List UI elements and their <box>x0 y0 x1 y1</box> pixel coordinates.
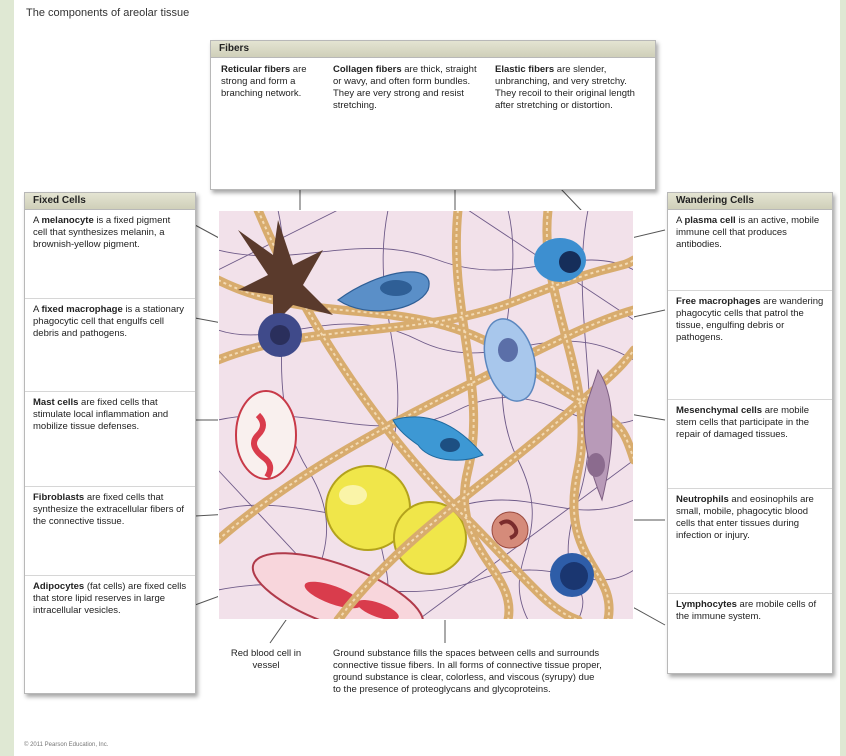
lymphocyte <box>550 553 594 597</box>
wandering-cells-box: Wandering Cells A plasma cell is an acti… <box>667 192 833 674</box>
fixed-macrophage-description: A fixed macrophage is a stationary phago… <box>25 299 195 392</box>
copyright-footer: © 2011 Pearson Education, Inc. <box>24 742 108 748</box>
wandering-cells-heading: Wandering Cells <box>668 193 832 210</box>
elastic-fibers-term: Elastic fibers <box>495 64 554 75</box>
plasma-cell <box>534 238 586 282</box>
neutrophil <box>492 512 528 548</box>
fixed-macrophage <box>258 313 302 357</box>
plasma-cell-description: A plasma cell is an active, mobile immun… <box>668 210 832 291</box>
lymphocytes-description: Lymphocytes are mobile cells of the immu… <box>668 594 832 628</box>
fibers-heading: Fibers <box>211 41 655 58</box>
rbc-caption: Red blood cell in vessel <box>226 648 306 672</box>
reticular-fibers-text: Reticular fibers are strong and form a b… <box>215 62 327 114</box>
mast-cell <box>236 391 296 479</box>
elastic-fibers-text: Elastic fibers are slender, unbranching,… <box>489 62 641 114</box>
areolar-tissue-illustration <box>218 210 634 620</box>
melanocyte-description: A melanocyte is a fixed pigment cell tha… <box>25 210 195 299</box>
free-macrophages-description: Free macrophages are wandering phagocyti… <box>668 291 832 400</box>
fixed-cells-heading: Fixed Cells <box>25 193 195 210</box>
collagen-fibers-text: Collagen fibers are thick, straight or w… <box>327 62 489 114</box>
mast-cells-description: Mast cells are fixed cells that stimulat… <box>25 392 195 487</box>
fibroblasts-description: Fibroblasts are fixed cells that synthes… <box>25 487 195 576</box>
collagen-fibers-term: Collagen fibers <box>333 64 402 75</box>
neutrophils-description: Neutrophils and eosinophils are small, m… <box>668 489 832 594</box>
ground-substance-caption: Ground substance fills the spaces betwee… <box>333 648 603 696</box>
fibers-box: Fibers Reticular fibers are strong and f… <box>210 40 656 190</box>
adipocytes-description: Adipocytes (fat cells) are fixed cells t… <box>25 576 195 622</box>
mesenchymal-cells-description: Mesenchymal cells are mobile stem cells … <box>668 400 832 489</box>
reticular-fibers-term: Reticular fibers <box>221 64 290 75</box>
fixed-cells-box: Fixed Cells A melanocyte is a fixed pigm… <box>24 192 196 694</box>
